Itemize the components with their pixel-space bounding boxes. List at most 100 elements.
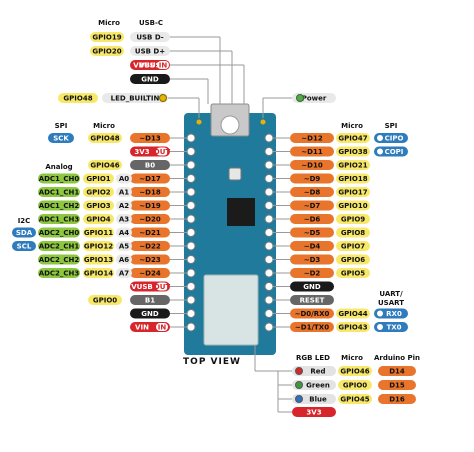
right-digital-pill-bg [290,146,334,157]
usb-gpio-pill-bg [90,32,124,42]
left-adc-pill-text: ADC2_CH0 [39,229,80,237]
left-digital-pill: ~D20 [130,214,170,224]
right-digital-pill-bg [290,254,334,265]
radio-module [203,274,259,346]
left-digital-pill-bg [130,241,170,251]
left-analog-alias-pill-bg [116,268,132,278]
rgb-led-icon [295,395,303,403]
left-digital-pill: ~D23 [130,254,170,265]
usb-func-pill-bg [130,32,170,42]
left-gpio-pill-bg [83,268,114,278]
board-pin-right [264,309,274,318]
rgb-pin-pill-bg [378,366,416,376]
header-micro-rgb: Micro [341,354,363,362]
right-digital-pill: ~D8 [290,187,334,197]
rgb-pin-pill-text: D14 [389,368,405,376]
right-digital-pill: ~D12 [290,133,334,143]
right-digital-pill-bg [290,268,334,278]
right-spi-pill-bg [374,146,408,157]
left-gpio-pill-bg [88,295,122,305]
left-adc-pill: ADC2_CH3 [38,268,80,278]
left-i2c-pill-text: SDA [16,229,33,237]
left-gpio-pill-bg [83,241,114,251]
left-adc-pill-text: ADC1_CH1 [39,189,80,197]
right-gpio-pill-bg [336,227,370,238]
right-reset-pill: RESET [290,295,334,305]
left-spi-pill: SCK [48,133,74,143]
left-digital-pill: ~D22 [130,241,170,251]
right-uart-label: TX0 [386,324,401,332]
left-digital-pill-bg [130,227,170,238]
left-analog-alias-pill: A1 [116,187,132,197]
left-gpio-pill-bg [83,214,114,224]
board-pin-right [264,268,274,278]
right-gpio-pill-text: GPIO38 [338,148,367,156]
led-builtin-pill-bg [102,93,168,103]
left-adc-pill-bg [38,268,80,278]
rgb-led-pill [292,380,336,390]
rgb-gpio-pill: GPIO45 [338,394,372,404]
right-gnd-pill-bg [290,281,334,292]
rgb-gpio-pill-bg [338,394,372,404]
right-gpio-pill: GPIO7 [336,241,370,251]
left-gpio-pill-bg [83,200,114,211]
rgb-gpio-pill-bg [338,380,372,390]
left-gpio-pill-text: GPIO11 [84,229,113,237]
left-analog-alias-pill-text: A2 [119,202,129,210]
right-digital-pill-text: ~D3 [304,256,321,264]
header-spi-right: SPI [385,122,398,130]
right-gpio-pill-bg [336,254,370,265]
rgb-led-label: Red [310,368,325,376]
usb-gpio-pill-text: GPIO20 [92,48,121,56]
left-adc-pill-bg [38,200,80,211]
power-led-pill-text: Power [302,95,327,103]
rgb-gpio-pill: GPIO46 [338,366,372,376]
left-analog-alias-pill-text: A7 [119,270,129,278]
rgb-pin-pill: D14 [378,366,416,376]
left-power-dir-badge: OUT [154,282,170,291]
left-digital-pill: ~D19 [130,200,170,211]
left-digital-pill: ~D21 [130,227,170,238]
top-gnd-pill-text: GND [141,76,159,84]
left-i2c-pill-text: SCL [17,243,32,251]
left-gpio-pill-text: GPIO48 [90,135,119,143]
right-digital-pill-text: ~D12 [301,135,323,143]
right-uart-pill [374,308,408,319]
left-gpio-pill-text: GPIO1 [86,175,110,183]
rgb-3v3-pill: 3V3 [292,407,336,417]
right-gnd-pill: GND [290,281,334,292]
header-usart: USART [378,299,404,307]
left-analog-alias-pill-bg [116,200,132,211]
right-gpio-pill-bg [336,268,370,278]
vbus-dir-badge-text: IN [159,62,168,70]
right-gpio-pill-bg [336,200,370,211]
rgb-pin-pill-bg [378,394,416,404]
right-digital-pill-bg [290,200,334,211]
bulb-icon [159,94,167,102]
left-analog-alias-pill: A0 [116,173,132,184]
left-gnd-pill: GND [130,308,170,319]
right-reset-pill-bg [290,295,334,305]
rgb-led-pill [292,366,336,376]
right-gpio-pill-bg [336,214,370,224]
led-builtin-dot [196,119,202,125]
left-adc-pill: ADC2_CH1 [38,241,80,251]
right-digital-pill-text: ~D1/TX0 [295,324,329,332]
rgb-led-pill-bg [292,394,336,404]
left-analog-alias-pill: A7 [116,268,132,278]
board-pin-right [264,228,274,237]
left-power-dir-badge-text: IN [158,324,167,332]
left-analog-alias-pill: A5 [116,241,132,251]
left-analog-alias-pill-text: A0 [119,175,129,183]
right-spi-pill [374,133,408,143]
right-gpio-pill-bg [336,322,370,332]
header-usb-c: USB-C [139,19,163,27]
right-digital-pill: ~D10 [290,160,334,170]
right-gpio-pill: GPIO8 [336,227,370,238]
left-adc-pill-text: ADC2_CH1 [39,243,80,251]
board-pin-left [186,147,196,156]
right-digital-pill-bg [290,241,334,251]
left-digital-pill-text: ~D18 [139,189,161,197]
led-builtin-pill-text: LED_BUILTIN [111,95,160,103]
usb-gpio-pill: GPIO20 [90,46,124,56]
